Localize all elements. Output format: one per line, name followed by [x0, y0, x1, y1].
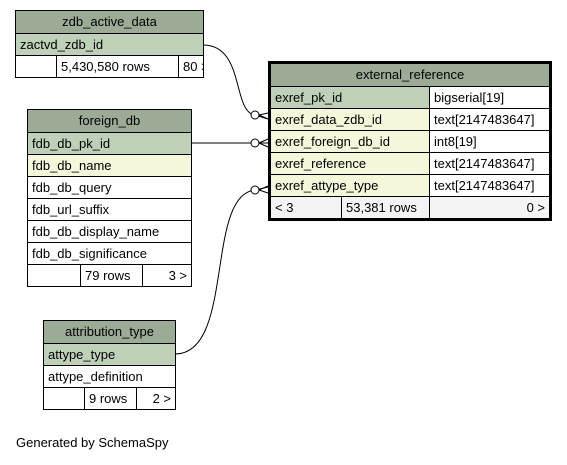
- edge-attype-to-exref: [174, 186, 269, 355]
- column-fdb-db-display-name[interactable]: fdb_db_display_name: [28, 220, 191, 242]
- column-exref-foreign-db-id[interactable]: exref_foreign_db_id int8[19]: [271, 130, 549, 152]
- column-exref-data-zdb-id[interactable]: exref_data_zdb_id text[2147483647]: [271, 108, 549, 130]
- table-title[interactable]: external_reference: [271, 64, 549, 86]
- parents-count[interactable]: < 3: [275, 200, 294, 215]
- children-count[interactable]: 80 >: [178, 56, 203, 77]
- column-fdb-db-query[interactable]: fdb_db_query: [28, 176, 191, 198]
- table-stats: 79 rows 3 >: [28, 264, 191, 286]
- children-count[interactable]: 0 >: [429, 197, 549, 218]
- children-count[interactable]: 3 >: [142, 265, 191, 286]
- column-name: exref_attype_type: [275, 178, 379, 193]
- column-type: int8[19]: [429, 131, 549, 152]
- table-stats: 5,430,580 rows 80 >: [16, 55, 203, 77]
- stats-blank: [16, 56, 56, 77]
- generated-by-footer: Generated by SchemaSpy: [16, 435, 169, 450]
- column-exref-attype-type[interactable]: exref_attype_type text[2147483647]: [271, 174, 549, 196]
- column-name: fdb_db_name: [32, 158, 112, 173]
- column-name: fdb_url_suffix: [32, 202, 110, 217]
- column-name: attype_definition: [48, 369, 143, 384]
- column-attype-definition[interactable]: attype_definition: [44, 365, 175, 387]
- edge-crowfoot: [258, 138, 269, 148]
- row-count: 5,430,580 rows: [56, 56, 178, 77]
- edge-crowfoot: [258, 185, 269, 194]
- table-zdb-active-data[interactable]: zdb_active_data zactvd_zdb_id 5,430,580 …: [15, 10, 204, 78]
- row-count: 79 rows: [80, 265, 142, 286]
- column-type: text[2147483647]: [429, 153, 549, 174]
- column-name: exref_data_zdb_id: [275, 112, 382, 127]
- column-name: zactvd_zdb_id: [20, 37, 104, 52]
- stats-blank: [44, 388, 84, 409]
- column-attype-type[interactable]: attype_type: [44, 343, 175, 365]
- column-name: exref_pk_id: [275, 90, 343, 105]
- table-stats: 9 rows 2 >: [44, 387, 175, 409]
- table-stats: < 3 53,381 rows 0 >: [271, 196, 549, 218]
- column-name: fdb_db_pk_id: [32, 136, 111, 151]
- column-fdb-url-suffix[interactable]: fdb_url_suffix: [28, 198, 191, 220]
- table-title[interactable]: attribution_type: [44, 321, 175, 343]
- children-count[interactable]: 2 >: [136, 388, 175, 409]
- edge-end-circle: [250, 110, 260, 120]
- column-name: exref_reference: [275, 156, 367, 171]
- table-title[interactable]: zdb_active_data: [16, 11, 203, 33]
- table-foreign-db[interactable]: foreign_db fdb_db_pk_id fdb_db_name fdb_…: [27, 109, 192, 287]
- edge-end-circle: [250, 138, 260, 148]
- column-zactvd-zdb-id[interactable]: zactvd_zdb_id: [16, 33, 203, 55]
- table-attribution-type[interactable]: attribution_type attype_type attype_defi…: [43, 320, 176, 410]
- column-type: text[2147483647]: [429, 175, 549, 196]
- column-name: fdb_db_display_name: [32, 224, 160, 239]
- column-name: attype_type: [48, 347, 116, 362]
- table-title[interactable]: foreign_db: [28, 110, 191, 132]
- stats-blank: [28, 265, 80, 286]
- column-fdb-db-significance[interactable]: fdb_db_significance: [28, 242, 191, 264]
- edge-zdb-to-exref-pk: [202, 44, 269, 120]
- column-exref-pk-id[interactable]: exref_pk_id bigserial[19]: [271, 86, 549, 108]
- edge-end-circle: [250, 185, 260, 195]
- row-count: 53,381 rows: [341, 197, 429, 218]
- column-fdb-db-pk-id[interactable]: fdb_db_pk_id: [28, 132, 191, 154]
- column-name: fdb_db_significance: [32, 246, 147, 261]
- table-external-reference[interactable]: external_reference exref_pk_id bigserial…: [268, 61, 552, 221]
- row-count: 9 rows: [84, 388, 136, 409]
- column-fdb-db-name[interactable]: fdb_db_name: [28, 154, 191, 176]
- column-type: text[2147483647]: [429, 109, 549, 130]
- column-exref-reference[interactable]: exref_reference text[2147483647]: [271, 152, 549, 174]
- column-type: bigserial[19]: [429, 87, 549, 108]
- column-name: exref_foreign_db_id: [275, 134, 390, 149]
- column-name: fdb_db_query: [32, 180, 112, 195]
- edge-crowfoot: [258, 112, 269, 120]
